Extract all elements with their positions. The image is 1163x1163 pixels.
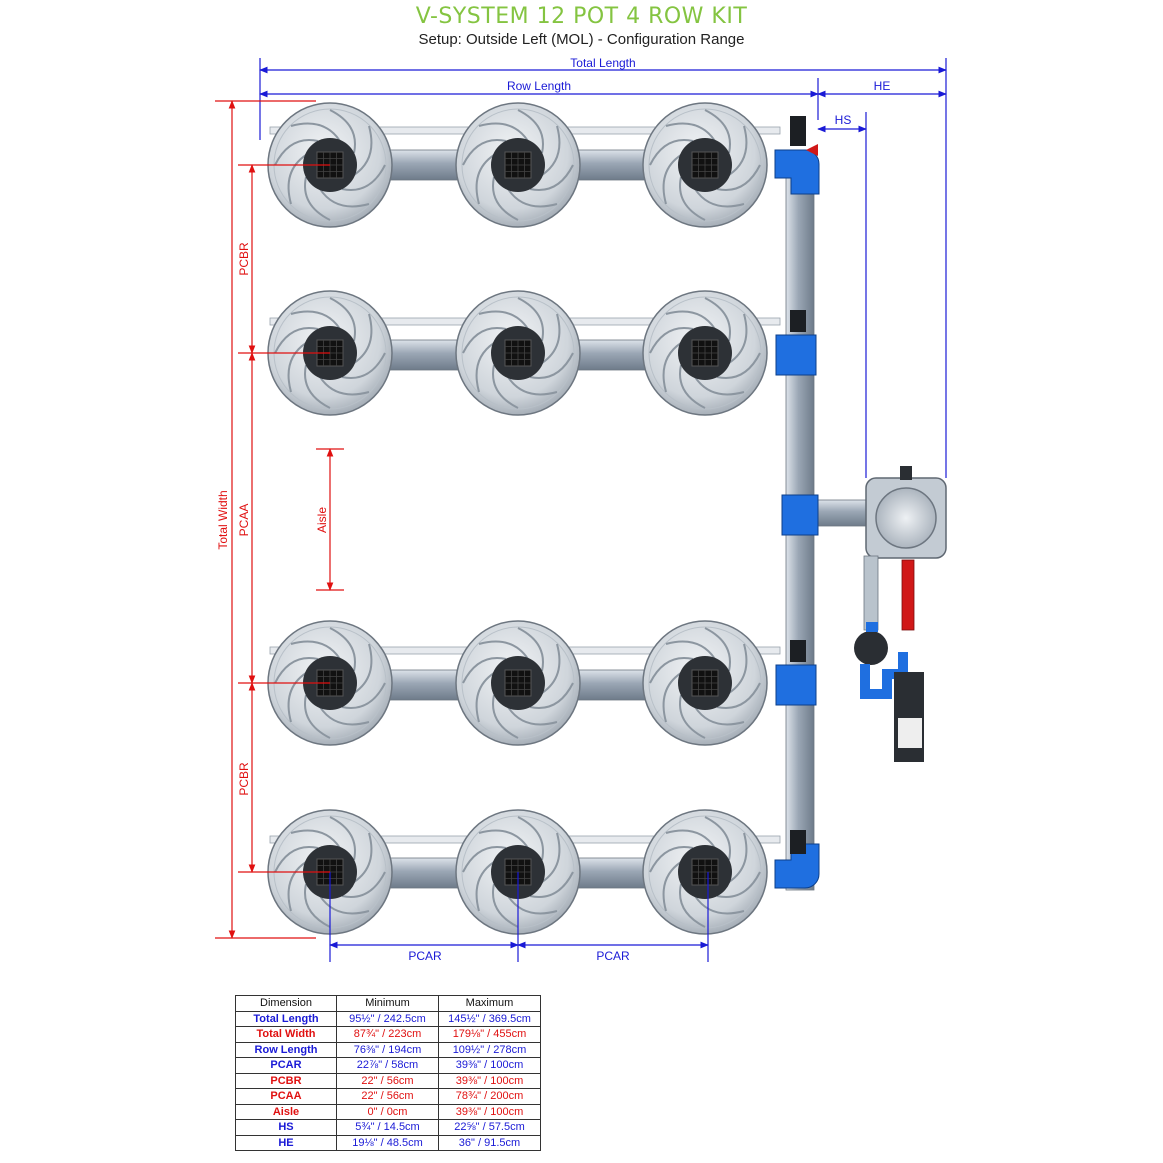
dimension-min: 0" / 0cm — [336, 1103, 439, 1120]
label-pcbr-bottom: PCBR — [237, 762, 251, 796]
dimension-max: 179⅛" / 455cm — [438, 1026, 541, 1043]
pump-assembly — [854, 555, 924, 762]
dimension-max: 145½" / 369.5cm — [438, 1010, 541, 1027]
dimension-min: 76⅜" / 194cm — [336, 1041, 439, 1058]
system-diagram: Total Length Row Length HE HS PCAR PCAR … — [215, 56, 947, 963]
dimension-max: 39⅜" / 100cm — [438, 1103, 541, 1120]
dimension-max: 39⅜" / 100cm — [438, 1072, 541, 1089]
label-row-length: Row Length — [507, 79, 571, 93]
label-pcaa: PCAA — [237, 504, 251, 537]
dimension-min: 5¾" / 14.5cm — [336, 1119, 439, 1136]
dimension-name: Total Width — [235, 1026, 337, 1043]
dimension-max: 36" / 91.5cm — [438, 1134, 541, 1151]
pot-grid — [267, 102, 768, 935]
dimension-max: 78¾" / 200cm — [438, 1088, 541, 1105]
reservoir-tank — [865, 466, 947, 559]
dimension-name: Row Length — [235, 1041, 337, 1058]
dimension-name: HE — [235, 1134, 337, 1151]
row-pipes — [269, 126, 781, 889]
dimension-min: 22⅞" / 58cm — [336, 1057, 439, 1074]
page-title: V-SYSTEM 12 POT 4 ROW KIT — [415, 4, 748, 29]
dimension-max: 109½" / 278cm — [438, 1041, 541, 1058]
column-header: Minimum — [336, 995, 439, 1012]
column-header: Dimension — [235, 995, 337, 1012]
dimension-name: PCAA — [235, 1088, 337, 1105]
dimension-max: 22⅝" / 57.5cm — [438, 1119, 541, 1136]
dimension-name: PCAR — [235, 1057, 337, 1074]
dimension-min: 22" / 56cm — [336, 1072, 439, 1089]
table-header-row: Dimension Minimum Maximum — [235, 995, 541, 1012]
dimension-lines-red — [215, 100, 344, 939]
page-subtitle: Setup: Outside Left (MOL) - Configuratio… — [418, 31, 745, 48]
return-pipe — [774, 116, 873, 891]
dimension-max: 39⅜" / 100cm — [438, 1057, 541, 1074]
dimension-name: PCBR — [235, 1072, 337, 1089]
dimension-name: Aisle — [235, 1103, 337, 1120]
label-pcar-right: PCAR — [596, 949, 630, 963]
dimension-min: 87¾" / 223cm — [336, 1026, 439, 1043]
dimension-min: 95½" / 242.5cm — [336, 1010, 439, 1027]
label-aisle: Aisle — [315, 507, 329, 533]
label-total-length: Total Length — [570, 56, 635, 70]
dimension-min: 22" / 56cm — [336, 1088, 439, 1105]
label-pcar-left: PCAR — [408, 949, 442, 963]
label-hs: HS — [835, 113, 852, 127]
dimension-name: Total Length — [235, 1010, 337, 1027]
dimension-min: 19⅛" / 48.5cm — [336, 1134, 439, 1151]
dimension-name: HS — [235, 1119, 337, 1136]
label-he: HE — [874, 79, 891, 93]
dimension-lines-blue — [259, 58, 947, 962]
label-total-width: Total Width — [216, 490, 230, 549]
column-header: Maximum — [438, 995, 541, 1012]
label-pcbr-top: PCBR — [237, 242, 251, 276]
